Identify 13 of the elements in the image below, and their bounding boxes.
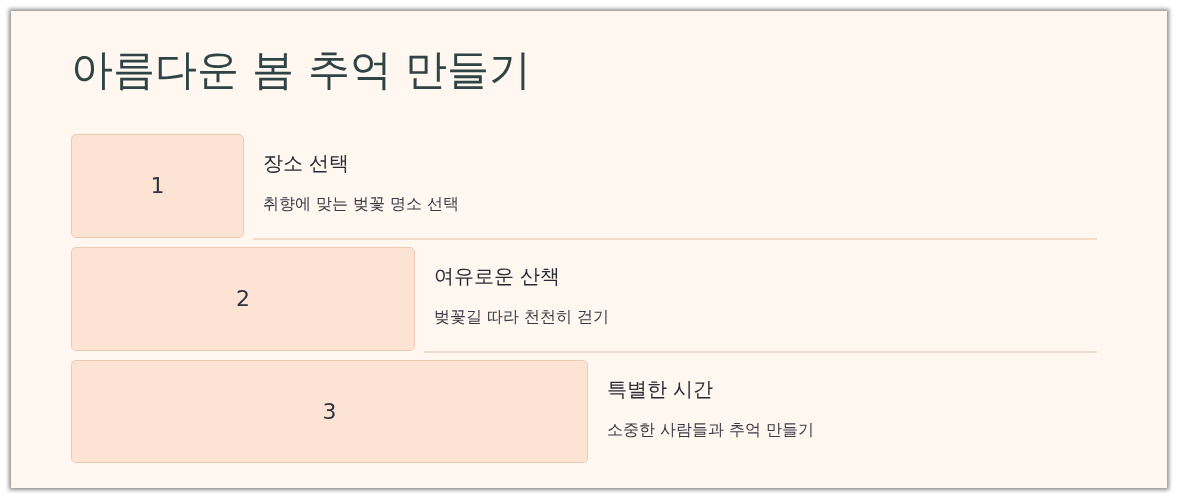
step-description: 취향에 맞는 벚꽃 명소 선택 <box>263 193 460 215</box>
page-title: 아름다운 봄 추억 만들기 <box>71 45 532 95</box>
step-box <box>71 360 588 463</box>
step-description: 벚꽃길 따라 천천히 걷기 <box>434 306 610 328</box>
step-number: 2 <box>236 286 250 312</box>
step-box <box>71 247 415 351</box>
step-heading: 장소 선택 <box>263 150 350 176</box>
step-number: 3 <box>322 398 337 425</box>
step-description: 소중한 사람들과 추억 만들기 <box>607 419 815 441</box>
step-box <box>71 134 244 238</box>
step-heading: 여유로운 산책 <box>434 263 561 289</box>
step-heading: 특별한 시간 <box>607 376 714 402</box>
step-number: 1 <box>150 173 165 199</box>
